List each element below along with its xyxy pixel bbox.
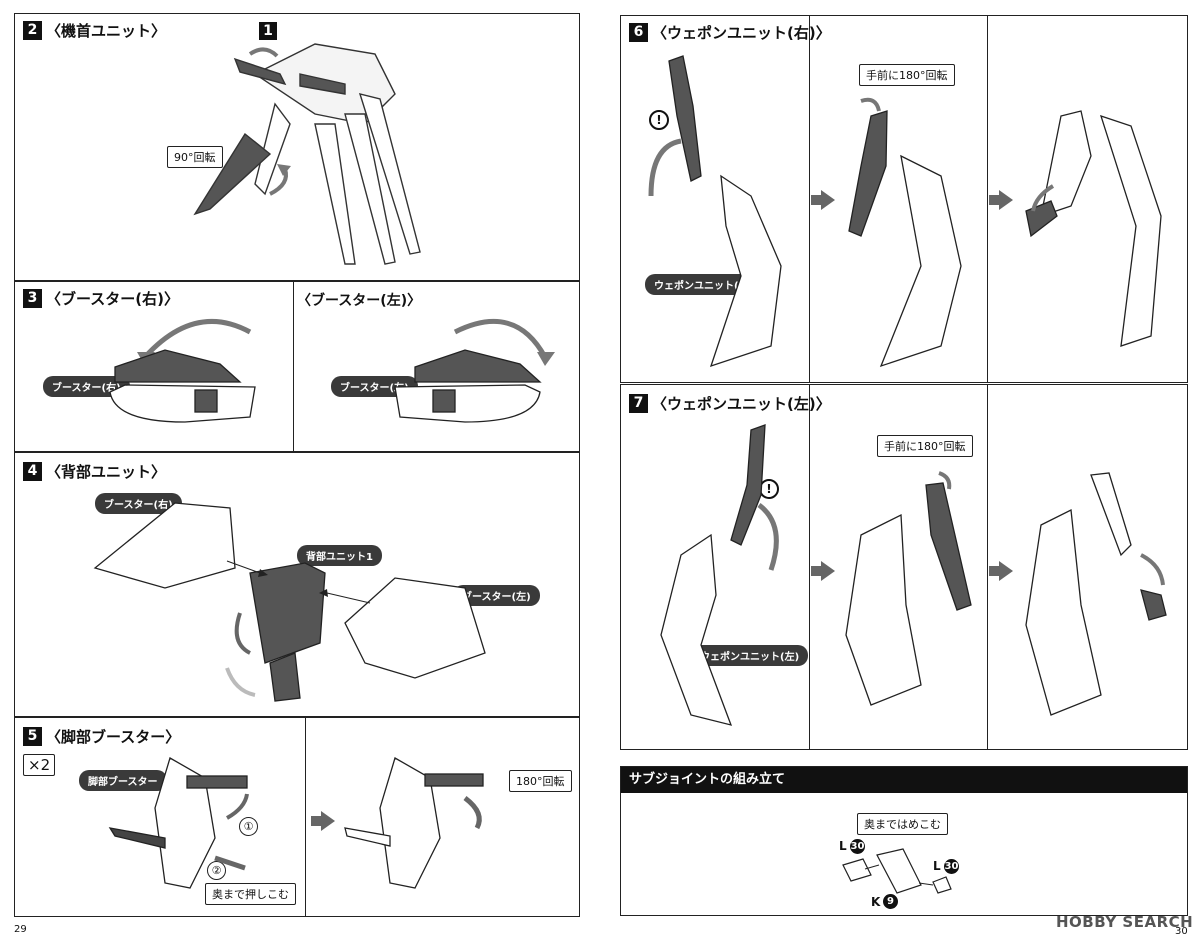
- order-2-marker: ②: [207, 861, 226, 880]
- step6-rotate-callout: 手前に180°回転: [859, 64, 955, 86]
- multiplier-badge: ×2: [23, 754, 56, 776]
- step4-title: 〈背部ユニット〉: [46, 463, 167, 481]
- step6-number: 6: [629, 23, 648, 42]
- step7-divider-1: [809, 385, 810, 749]
- step5-number: 5: [23, 727, 42, 746]
- booster-right-label: ブースター(右): [43, 376, 130, 397]
- step5-divider: [305, 718, 306, 916]
- booster-left-subtitle: 〈ブースター(左)〉: [297, 293, 422, 309]
- push-in-callout: 奥まで押しこむ: [205, 883, 296, 905]
- step7-next-arrow-1: [811, 561, 835, 581]
- part-l-right: L: [933, 859, 941, 873]
- step3-heading: 3 〈ブースター(右)〉: [23, 288, 179, 309]
- step7-heading: 7 〈ウェポンユニット(左)〉: [629, 393, 831, 414]
- snap-in-callout: 奥まではめこむ: [857, 813, 948, 835]
- step6-panel: 6 〈ウェポンユニット(右)〉 ! 手前に180°回転 ウェポンユニット(右): [620, 15, 1188, 383]
- step5-heading: 5 〈脚部ブースター〉: [23, 726, 180, 747]
- part-k: K: [871, 895, 881, 909]
- step6-next-arrow-2: [989, 190, 1013, 210]
- step7-divider-2: [987, 385, 988, 749]
- step3-panel: 3 〈ブースター(右)〉 〈ブースター(左)〉 ブースター(右) ブースター(左…: [14, 281, 580, 452]
- step7-number: 7: [629, 394, 648, 413]
- step4-heading: 4 〈背部ユニット〉: [23, 461, 166, 482]
- hobby-search-watermark: HOBBY SEARCH: [1056, 913, 1194, 931]
- step5-next-arrow: [311, 811, 335, 831]
- weapon-unit-right-illustration: [648, 55, 1162, 368]
- weapon-unit-left-illustration: [660, 424, 1167, 726]
- rotate-180-callout: 180°回転: [509, 770, 572, 792]
- order-1-marker: ①: [239, 817, 258, 836]
- step6-heading: 6 〈ウェポンユニット(右)〉: [629, 22, 831, 43]
- step2-panel: 2 〈機首ユニット〉 1 90°回転: [14, 13, 580, 281]
- back-booster-right-label: ブースター(右): [95, 493, 182, 514]
- subjoint-header: サブジョイントの組み立て: [621, 767, 1187, 793]
- step7-rotate-callout: 手前に180°回転: [877, 435, 973, 457]
- back-booster-left-label: ブースター(左): [453, 585, 540, 606]
- nose-unit-illustration: [193, 43, 421, 265]
- subjoint-illustration: [842, 848, 952, 894]
- step7-next-arrow-2: [989, 561, 1013, 581]
- step6-divider-1: [809, 16, 810, 382]
- step5-panel: 5 〈脚部ブースター〉 ×2 脚部ブースター ① ② 奥まで押しこむ 180°回…: [14, 717, 580, 917]
- back-unit-illustration: [93, 502, 486, 702]
- rotate-90-callout: 90°回転: [167, 146, 223, 168]
- right-page-number: 30: [1175, 926, 1188, 937]
- booster-illustrations: [109, 318, 555, 423]
- step6-next-arrow-1: [811, 190, 835, 210]
- step2-number: 2: [23, 21, 42, 40]
- leg-booster-illustration: [108, 757, 484, 889]
- substep-badge: 1: [259, 22, 277, 40]
- step2-heading: 2 〈機首ユニット〉: [23, 20, 166, 41]
- part-l-left: L: [839, 839, 847, 853]
- step2-title: 〈機首ユニット〉: [46, 22, 167, 40]
- left-page-number: 29: [14, 924, 27, 935]
- caution-icon: !: [649, 110, 669, 130]
- leg-booster-label: 脚部ブースター: [79, 770, 167, 791]
- weapon-unit-right-label: ウェポンユニット(右): [645, 274, 763, 295]
- step3-number: 3: [23, 289, 42, 308]
- step6-title: 〈ウェポンユニット(右)〉: [652, 24, 831, 42]
- part-l-left-number: 30: [850, 839, 865, 854]
- part-l-right-number: 30: [944, 859, 959, 874]
- step4-number: 4: [23, 462, 42, 481]
- step6-divider-2: [987, 16, 988, 382]
- back-unit-label: 背部ユニット1: [297, 545, 382, 566]
- step3-divider: [293, 282, 294, 451]
- step7-panel: 7 〈ウェポンユニット(左)〉 ! 手前に180°回転 ウェポンユニット(左): [620, 384, 1188, 750]
- weapon-unit-left-label: ウェポンユニット(左): [691, 645, 809, 666]
- step7-title: 〈ウェポンユニット(左)〉: [652, 395, 831, 413]
- step4-panel: 4 〈背部ユニット〉 ブースター(右) 背部ユニット1 ブースター(左): [14, 452, 580, 717]
- step3-title: 〈ブースター(右)〉: [46, 290, 179, 308]
- part-k-number: 9: [883, 894, 898, 909]
- step5-title: 〈脚部ブースター〉: [46, 728, 181, 746]
- subjoint-panel: サブジョイントの組み立て 奥まではめこむ L 30 L 30 K 9: [620, 766, 1188, 916]
